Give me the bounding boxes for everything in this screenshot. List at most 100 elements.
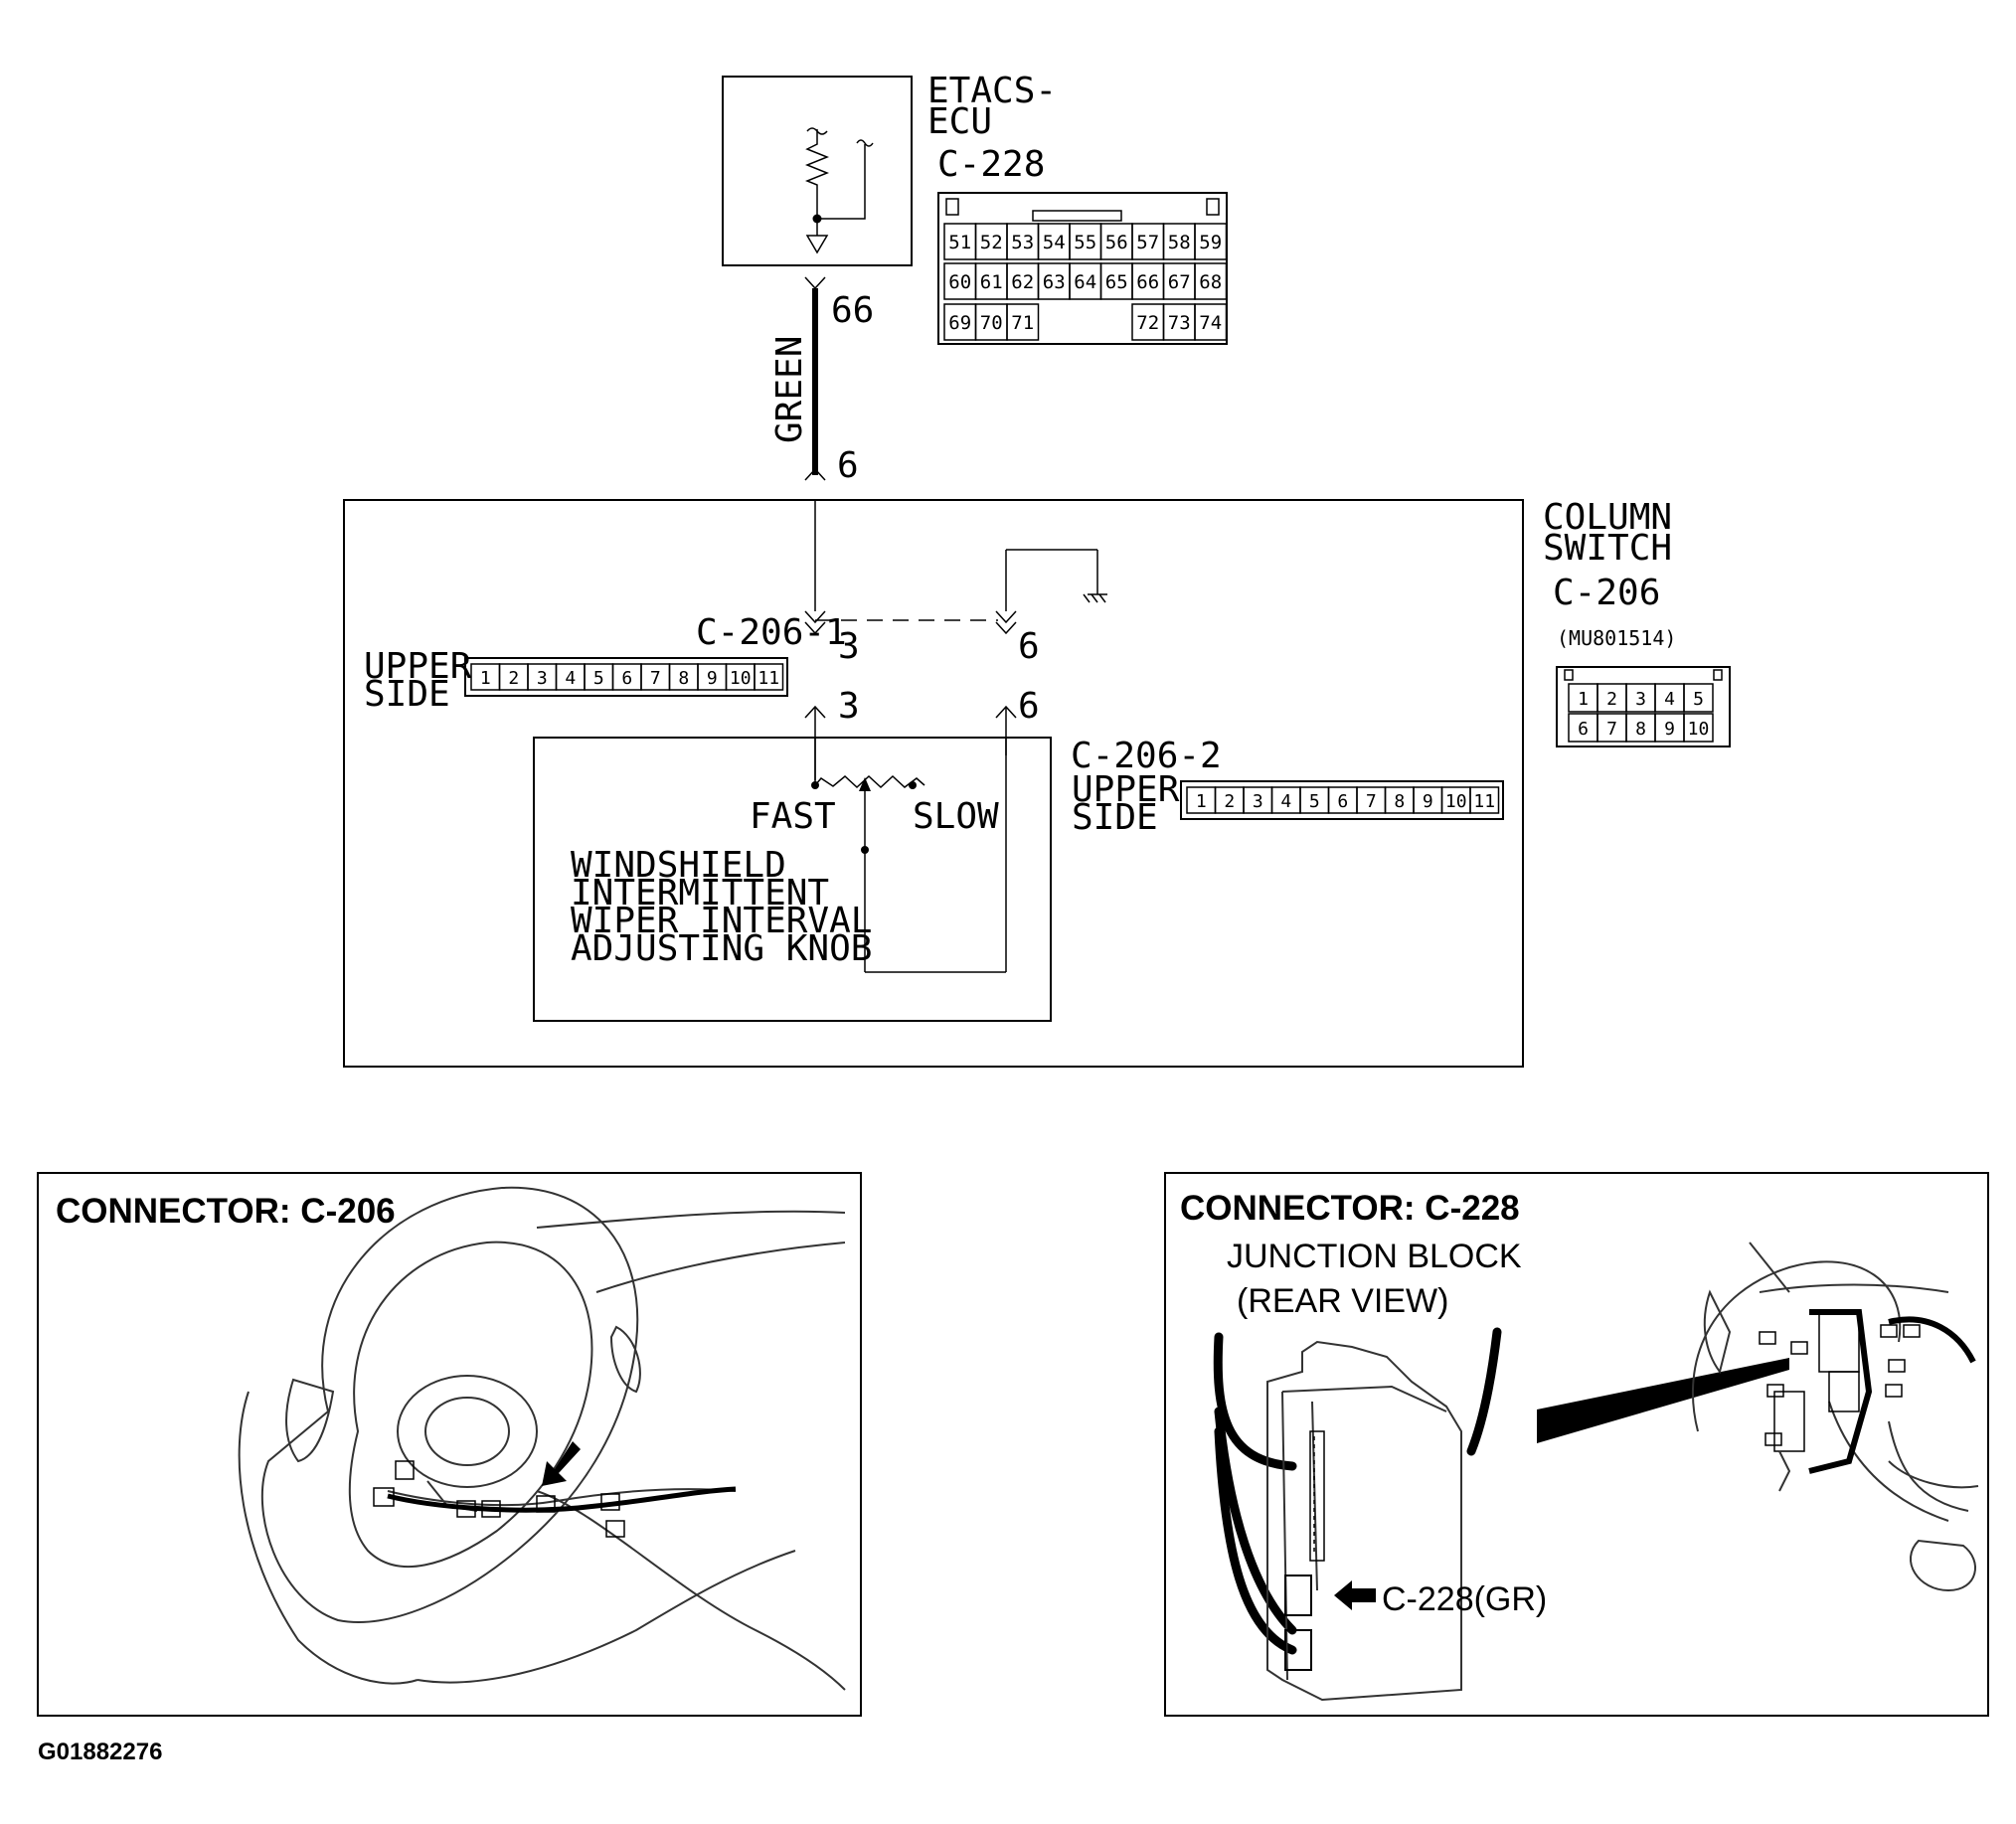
c206-2-pin-6: 6	[1337, 791, 1348, 812]
c228-pin-59: 59	[1199, 232, 1222, 253]
c228-pin-71: 71	[1011, 312, 1034, 334]
c206-1-side-label: SIDE	[364, 674, 450, 715]
panel-right-frame	[1164, 1172, 1989, 1717]
c206-pin-2: 2	[1606, 689, 1617, 710]
c206-2-pin-7: 7	[1366, 791, 1377, 812]
pin-3-lower-label: 3	[838, 686, 860, 727]
c206-pin-1: 1	[1578, 689, 1589, 710]
ecu-connector-label: C-228	[937, 144, 1045, 185]
knob-fast-label: FAST	[750, 796, 836, 837]
panel-connector-c228: CONNECTOR: C-228 JUNCTION BLOCK (REAR VI…	[1164, 1172, 1989, 1717]
panel-right-subtitle-line1: JUNCTION BLOCK	[1227, 1238, 1522, 1275]
c228-pin-73: 73	[1168, 312, 1191, 334]
pin-6-lower-label: 6	[1018, 686, 1040, 727]
junction-block-illustration: C-228(GR)	[1213, 1327, 1547, 1702]
c206-2-pin-3: 3	[1253, 791, 1263, 812]
panel-right-title: CONNECTOR: C-228	[1180, 1189, 1520, 1228]
column-switch-connector-label: C-206	[1553, 573, 1660, 613]
c206-1-pin-7: 7	[650, 668, 661, 689]
figure-id: G01882276	[38, 1739, 162, 1765]
panel-left-frame	[37, 1172, 862, 1717]
c206-2-pin-8: 8	[1394, 791, 1405, 812]
c206-2-pin-9: 9	[1423, 791, 1433, 812]
c206-2-upper-label: UPPER	[1072, 769, 1180, 810]
c206-1-pin-9: 9	[707, 668, 718, 689]
knob-name-line1: WINDSHIELD	[571, 845, 786, 886]
c206-2-pin-11: 11	[1473, 791, 1495, 812]
pin-6-upper-label: 6	[1018, 626, 1040, 667]
panel-left-title: CONNECTOR: C-206	[56, 1192, 396, 1231]
wiper-knob: FAST SLOW WINDSHIELD INTERMITTENT WIPER …	[533, 737, 1052, 1022]
c206-1-pin-11: 11	[757, 668, 779, 689]
panel-right-subtitle-line2: (REAR VIEW)	[1237, 1282, 1448, 1320]
c228-pin-52: 52	[980, 232, 1003, 253]
c206-2-pin-2: 2	[1224, 791, 1235, 812]
c228-pin-54: 54	[1043, 232, 1066, 253]
c228-pin-65: 65	[1105, 271, 1128, 293]
c228-pin-61: 61	[980, 271, 1003, 293]
c206-1-label: C-206-1	[696, 612, 847, 653]
c206-pin-10: 10	[1688, 719, 1710, 740]
c206-pin-5: 5	[1693, 689, 1704, 710]
c206-location-arrow-icon	[542, 1441, 581, 1486]
dashboard-illustration	[1691, 1242, 1979, 1592]
c228-pin-51: 51	[948, 232, 971, 253]
c206-1-pin-1: 1	[480, 668, 491, 689]
c228-pin-62: 62	[1011, 271, 1034, 293]
knob-name-line3: WIPER INTERVAL	[571, 901, 872, 941]
c206-1-connector-strip	[464, 657, 788, 697]
column-switch-part-number: (MU801514)	[1557, 626, 1676, 650]
c228-pin-64: 64	[1074, 271, 1096, 293]
c206-pin-6: 6	[1578, 719, 1589, 740]
ecu-internal-circuit-symbol	[804, 127, 874, 254]
c228-pin-70: 70	[980, 312, 1003, 334]
pointer-wedge	[1537, 1358, 1789, 1443]
knob-name-line2: INTERMITTENT	[571, 873, 829, 913]
c206-pin-3: 3	[1635, 689, 1646, 710]
c206-2-side-label: SIDE	[1072, 797, 1158, 838]
c228-pin-63: 63	[1043, 271, 1066, 293]
panel-connector-c206: CONNECTOR: C-206	[37, 1172, 862, 1717]
c228-pin-68-cell	[1194, 262, 1228, 300]
column-switch-pin-6-label: 6	[837, 445, 859, 486]
c228-pin-69: 69	[948, 312, 971, 334]
c206-1-pin-2: 2	[508, 668, 519, 689]
column-switch-name-line2: SWITCH	[1543, 528, 1672, 569]
c206-2-connector-strip	[1180, 780, 1504, 820]
c206-pin-5-cell	[1683, 683, 1714, 713]
c228-pin-72: 72	[1136, 312, 1159, 334]
c228-pin-74: 74	[1199, 312, 1222, 334]
c206-pin-10-cell	[1683, 713, 1714, 743]
knob-box	[533, 737, 1052, 1022]
c228-pin-67: 67	[1168, 271, 1191, 293]
c206-pin-8: 8	[1635, 719, 1646, 740]
c228-pin-57: 57	[1136, 232, 1159, 253]
ecu-box	[722, 76, 913, 266]
c228-pin-71-cell	[1006, 303, 1040, 341]
c228-pin-53: 53	[1011, 232, 1034, 253]
c206-pin-4: 4	[1664, 689, 1675, 710]
c206-1-pin-11-cell	[754, 663, 784, 691]
c228-pin-74-cell	[1194, 303, 1228, 341]
c228-pin-59-cell	[1194, 223, 1228, 260]
wire-color-label: GREEN	[769, 336, 810, 443]
c228-pin-60: 60	[948, 271, 971, 293]
pin-3-upper-label: 3	[838, 626, 860, 667]
c206-pin-9: 9	[1664, 719, 1675, 740]
c206-1-pin-3: 3	[537, 668, 548, 689]
c206-1-pin-8: 8	[678, 668, 689, 689]
c206-2-pin-10: 10	[1445, 791, 1467, 812]
c206-2-pin-1: 1	[1196, 791, 1207, 812]
c206-1-pin-10: 10	[730, 668, 752, 689]
ecu-name-line2: ECU	[927, 101, 992, 142]
c228-pin-55: 55	[1074, 232, 1096, 253]
c228-location-arrow-icon	[1334, 1580, 1376, 1610]
c206-1-upper-label: UPPER	[364, 646, 472, 687]
ecu-name-line1: ETACS-	[927, 71, 1057, 111]
